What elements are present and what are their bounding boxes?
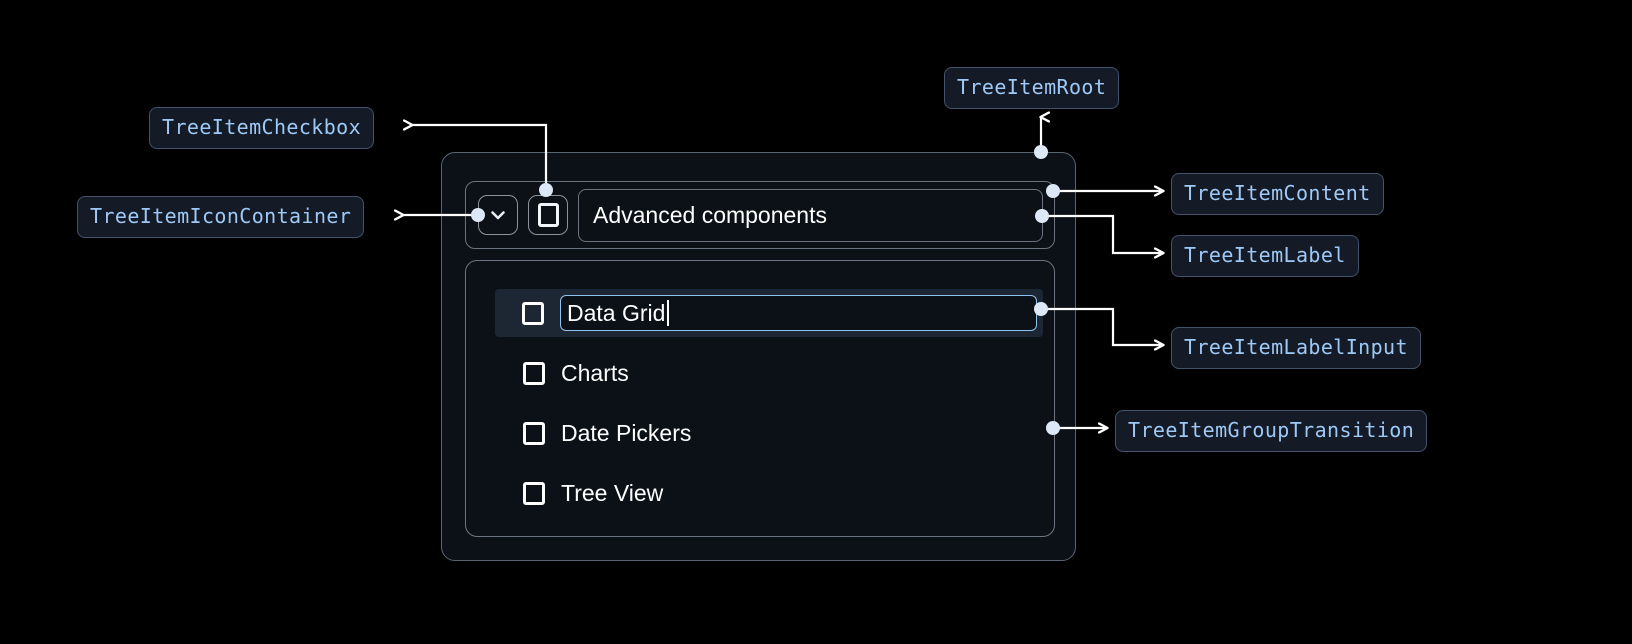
checkbox-unchecked-icon xyxy=(537,203,559,227)
tree-child-row-date-pickers[interactable]: Date Pickers xyxy=(496,411,1042,455)
tree-item-label[interactable]: Advanced components xyxy=(578,188,1043,242)
tree-item-label-input[interactable]: Data Grid xyxy=(560,295,1037,331)
text-caret xyxy=(667,300,670,326)
annotation-chip-tree-item-group-transition: TreeItemGroupTransition xyxy=(1115,410,1428,452)
tree-item-content[interactable]: Advanced components xyxy=(465,181,1055,249)
tree-item-group-transition: Data Grid Charts Date Pickers Tree View xyxy=(465,260,1055,537)
tree-child-row-charts[interactable]: Charts xyxy=(496,351,1042,395)
checkbox-unchecked-icon[interactable] xyxy=(523,361,545,385)
tree-child-label: Tree View xyxy=(561,479,664,506)
tree-child-label: Charts xyxy=(561,359,629,386)
annotation-chip-tree-item-root: TreeItemRoot xyxy=(944,67,1120,109)
annotation-chip-tree-item-label-input: TreeItemLabelInput xyxy=(1171,327,1421,369)
label-input-value: Data Grid xyxy=(567,299,666,326)
tree-child-row-tree-view[interactable]: Tree View xyxy=(496,471,1042,515)
checkbox-unchecked-icon[interactable] xyxy=(523,421,545,445)
tree-item-root: Advanced components Data Grid Charts Dat… xyxy=(441,152,1076,561)
chevron-down-icon xyxy=(491,211,505,220)
annotation-chip-tree-item-checkbox: TreeItemCheckbox xyxy=(149,107,375,149)
annotation-chip-tree-item-content: TreeItemContent xyxy=(1171,173,1384,215)
tree-child-row-data-grid[interactable]: Data Grid xyxy=(495,289,1043,337)
annotation-chip-tree-item-label: TreeItemLabel xyxy=(1171,235,1359,277)
tree-item-label-text: Advanced components xyxy=(593,201,827,228)
checkbox-unchecked-icon[interactable] xyxy=(522,301,544,325)
tree-child-label: Date Pickers xyxy=(561,419,692,446)
checkbox-unchecked-icon[interactable] xyxy=(523,481,545,505)
annotation-chip-tree-item-icon-container: TreeItemIconContainer xyxy=(77,196,365,238)
tree-item-icon-container[interactable] xyxy=(478,195,518,235)
tree-item-checkbox[interactable] xyxy=(528,195,568,235)
